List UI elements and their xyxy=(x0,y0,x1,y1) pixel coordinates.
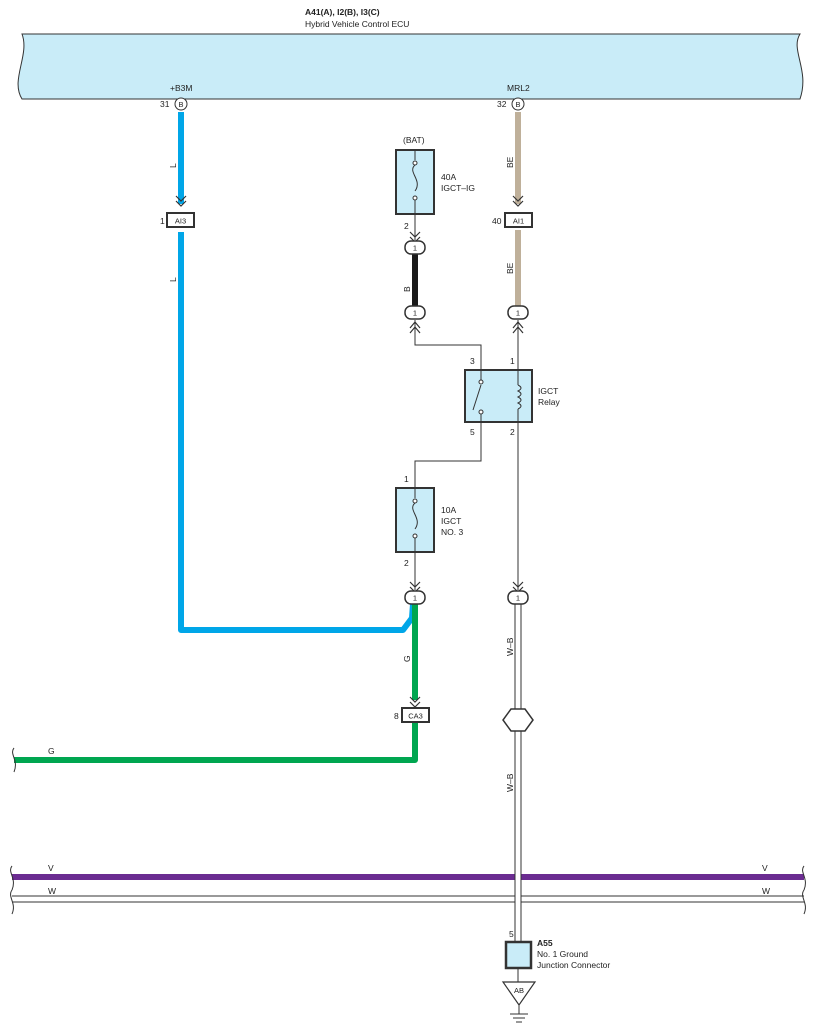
wire-label-wb-upper: W–B xyxy=(505,637,515,656)
wire-b-black: B xyxy=(402,254,418,306)
wire-w-white-bus: W W xyxy=(10,886,806,915)
fuse-10a-pin-in: 1 xyxy=(404,474,409,484)
b-wire-bottom-pin: 1 xyxy=(404,305,426,334)
wb-splice-octagon xyxy=(502,708,534,732)
connector-ai1-pin: 40 xyxy=(492,216,502,226)
fuse-40a-pin-out: 2 xyxy=(404,221,409,231)
wire-v-purple-bus: V V xyxy=(10,863,806,891)
ecu-pin-left: B 31 xyxy=(160,97,188,111)
connector-ai1-id: AI1 xyxy=(513,217,524,226)
fuse-40a-source: (BAT) xyxy=(403,135,425,145)
wire-label-g-horizontal: G xyxy=(48,746,55,756)
connector-ca3: CA3 8 xyxy=(394,696,430,723)
ecu-pin-right-conn: B xyxy=(515,100,520,109)
wire-label-v-right: V xyxy=(762,863,768,873)
ecu-pin-right: B 32 xyxy=(497,97,525,111)
ground-junction-pin: 5 xyxy=(509,929,514,939)
b-wire-bottom-pin-number: 1 xyxy=(413,309,417,318)
fuse-40a-name: IGCT–IG xyxy=(441,183,475,193)
connector-ai3-pin: 1 xyxy=(160,216,165,226)
ecu-pin-left-number: 31 xyxy=(160,99,170,109)
ground-junction-line1: No. 1 Ground xyxy=(537,949,588,959)
be-wire-bottom-pin-number: 1 xyxy=(516,309,520,318)
ecu-code-label: A41(A), I2(B), I3(C) xyxy=(305,7,380,17)
connector-ca3-id: CA3 xyxy=(408,712,423,721)
wb-wire-top-pin-number: 1 xyxy=(516,594,520,603)
hybrid-ecu-block: A41(A), I2(B), I3(C) Hybrid Vehicle Cont… xyxy=(17,7,804,100)
wb-wire-top-pin: 1 xyxy=(507,581,529,605)
ground-junction-code: A55 xyxy=(537,938,553,948)
relay-name-line1: IGCT xyxy=(538,386,558,396)
relay-pin-3: 3 xyxy=(470,356,475,366)
ground-junction-connector-a55: 5 A55 No. 1 Ground Junction Connector xyxy=(504,929,610,970)
ecu-pin-right-number: 32 xyxy=(497,99,507,109)
connector-ai3-id: AI3 xyxy=(175,217,186,226)
ground-ab-symbol: AB xyxy=(501,981,537,1023)
wire-label-be-lower: BE xyxy=(505,262,515,274)
fuse-10a-name-line2: NO. 3 xyxy=(441,527,463,537)
wire-label-g-vertical: G xyxy=(402,655,412,662)
ecu-name-label: Hybrid Vehicle Control ECU xyxy=(305,19,409,29)
connector-ai1: AI1 40 xyxy=(492,195,533,228)
wire-g-green: G G xyxy=(12,604,418,773)
ecu-pin-left-name: +B3M xyxy=(170,83,192,93)
ground-junction-line2: Junction Connector xyxy=(537,960,610,970)
connector-ai3: AI3 1 xyxy=(160,195,195,228)
b-wire-top-pin: 1 xyxy=(404,231,426,255)
wire-label-w-left: W xyxy=(48,886,56,896)
ecu-pin-left-conn: B xyxy=(178,100,183,109)
wire-label-l-upper: L xyxy=(168,163,178,168)
b-wire-top-pin-number: 1 xyxy=(413,244,417,253)
relay-pin-1: 1 xyxy=(510,356,515,366)
igct-relay: IGCT Relay 3 1 5 2 xyxy=(464,356,560,437)
wire-label-be-upper: BE xyxy=(505,156,515,168)
thin-circuit-lines xyxy=(414,215,519,982)
fuse-40a-rating: 40A xyxy=(441,172,456,182)
be-wire-bottom-pin: 1 xyxy=(507,305,529,334)
fuse-10a-pin-out: 2 xyxy=(404,558,409,568)
fuse-40a-igct-ig: (BAT) 40A IGCT–IG 2 xyxy=(395,135,475,231)
wire-wb-white-black: W–B W–B xyxy=(502,604,534,942)
g-wire-top-pin: 1 xyxy=(404,581,426,605)
wire-label-w-right: W xyxy=(762,886,770,896)
wire-be-beige: BE BE xyxy=(505,112,521,306)
relay-name-line2: Relay xyxy=(538,397,560,407)
fuse-10a-rating: 10A xyxy=(441,505,456,515)
wire-label-v-left: V xyxy=(48,863,54,873)
wire-l-blue: L L xyxy=(168,112,416,633)
connector-ca3-pin: 8 xyxy=(394,711,399,721)
fuse-10a-name-line1: IGCT xyxy=(441,516,461,526)
fuse-10a-igct-no3: 1 10A IGCT NO. 3 2 xyxy=(395,474,463,568)
ecu-pin-right-name: MRL2 xyxy=(507,83,530,93)
wire-label-l-lower: L xyxy=(168,277,178,282)
relay-pin-5: 5 xyxy=(470,427,475,437)
wire-label-wb-lower: W–B xyxy=(505,773,515,792)
g-wire-top-pin-number: 1 xyxy=(413,594,417,603)
wire-label-b: B xyxy=(402,286,412,292)
relay-pin-2: 2 xyxy=(510,427,515,437)
ground-label: AB xyxy=(514,986,524,995)
